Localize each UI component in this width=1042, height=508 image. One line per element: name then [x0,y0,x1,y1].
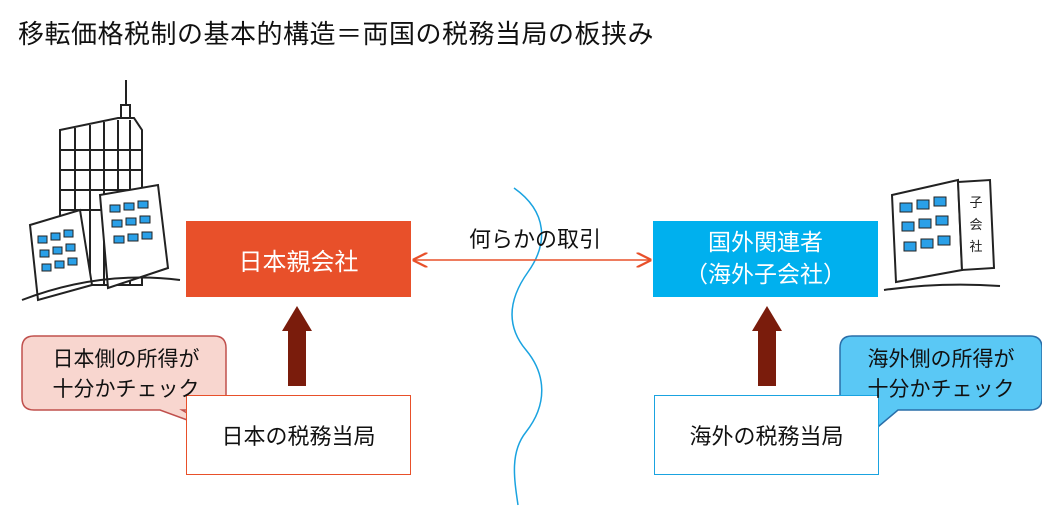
japan-tax-authority-label: 日本の税務当局 [221,425,376,450]
foreign-tax-authority-label: 海外の税務当局 [689,425,844,450]
callout-japan-line2: 十分かチェック [52,377,200,401]
transaction-label: 何らかの取引 [469,228,602,253]
callout-japan: 日本側の所得が 十分かチェック [26,344,226,404]
japan-building-windows [37,200,153,272]
building-sign-char-2: 会 [969,218,982,233]
foreign-audit-arrow [752,306,782,386]
foreign-related-party-box: 国外関連者 （海外子会社） [653,221,878,297]
building-sign-char-1: 子 [969,196,982,211]
callout-foreign-shape [839,335,1042,435]
callout-foreign: 海外側の所得が 十分かチェック [842,344,1040,404]
building-sign-char-3: 社 [969,239,982,255]
border-divider-line [511,187,543,506]
foreign-tax-authority-box: 海外の税務当局 [654,395,879,475]
foreign-related-label-line2: （海外子会社） [685,262,846,288]
foreign-building-windows [899,196,951,252]
callout-japan-line1: 日本側の所得が [52,347,200,371]
callout-foreign-line2: 十分かチェック [867,377,1015,401]
parent-company-label: 日本親会社 [238,247,359,276]
parent-company-box: 日本親会社 [186,221,411,297]
diagram-title: 移転価格税制の基本的構造＝両国の税務当局の板挟み [18,20,655,50]
japan-tax-authority-box: 日本の税務当局 [186,395,411,475]
foreign-related-label-line1: 国外関連者 [708,230,823,256]
callout-foreign-line1: 海外側の所得が [867,347,1015,371]
japan-audit-arrow [282,306,312,386]
